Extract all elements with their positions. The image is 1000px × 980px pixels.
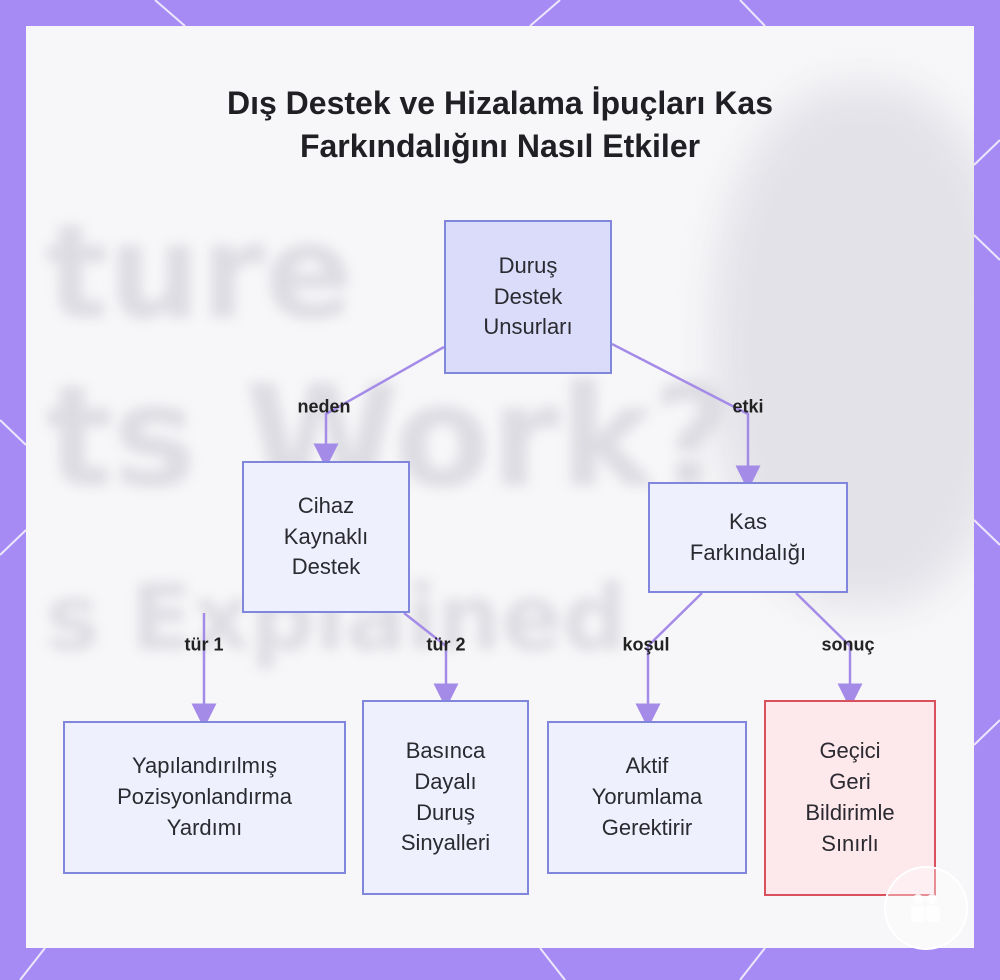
edge-awareness-active — [635, 592, 703, 729]
connector-lines — [191, 342, 863, 729]
node-posture-support-elements: Duruş Destek Unsurları — [444, 220, 612, 374]
node-temporary-feedback: Geçici Geri Bildirimle Sınırlı — [764, 700, 936, 896]
node-device-based-support: Cihaz Kaynaklı Destek — [242, 461, 410, 613]
node-pressure-signals: Basınca Dayalı Duruş Sinyalleri — [362, 700, 529, 895]
edge-label-result: sonuç — [821, 634, 875, 655]
edge-label-cause: neden — [297, 396, 351, 417]
edge-device-pressure — [403, 612, 459, 709]
node-active-interpretation: Aktif Yorumlama Gerektirir — [547, 721, 747, 874]
edge-label-effect: etki — [732, 396, 764, 417]
edge-root-awareness — [611, 342, 761, 491]
background-text: ture — [46, 196, 353, 348]
diagram-title: Dış Destek ve Hizalama İpuçları Kas Fark… — [226, 85, 774, 165]
node-muscle-awareness: Kas Farkındalığı — [648, 482, 848, 593]
edge-label-type2: tür 2 — [426, 634, 466, 655]
edge-awareness-temporary — [795, 592, 863, 709]
node-structured-positioning: Yapılandırılmış Pozisyonlandırma Yardımı — [63, 721, 346, 874]
watermark-logo-icon — [884, 866, 968, 950]
edge-label-type1: tür 1 — [184, 634, 224, 655]
edge-root-device — [313, 345, 445, 469]
edge-label-condition: koşul — [622, 634, 670, 655]
diagram-panel: ture ts Work? s Explained Dış Destek ve … — [26, 26, 974, 948]
